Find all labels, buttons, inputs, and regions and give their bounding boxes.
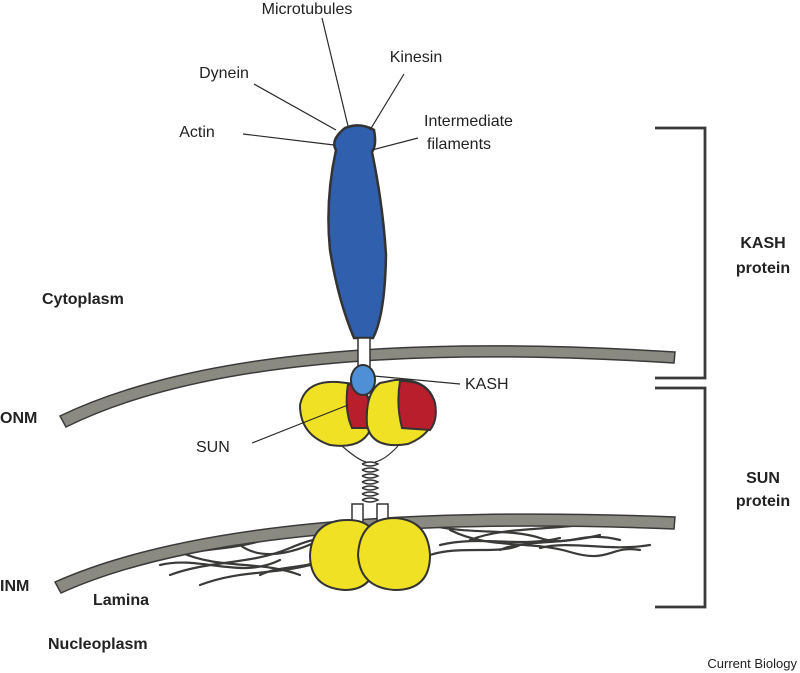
kash-protein-label-line2: protein — [736, 260, 790, 277]
dynein-label: Dynein — [199, 65, 249, 82]
actin-leader — [242, 133, 335, 146]
microtubules-label: Microtubules — [262, 1, 353, 18]
sun-leader — [251, 404, 349, 444]
onm-label: ONM — [0, 410, 37, 427]
lamina-label: Lamina — [93, 592, 149, 609]
microtubules-leader — [321, 17, 349, 127]
kash-protein-label-line1: KASH — [740, 235, 785, 252]
sun-protein-label-line1: SUN — [746, 470, 780, 487]
sun-coiled-coil — [361, 461, 380, 503]
actin-label: Actin — [179, 124, 215, 141]
current-biology-credit: Current Biology — [707, 656, 797, 671]
outer-nuclear-membrane — [58, 345, 676, 428]
kash-protein-bracket — [655, 126, 707, 380]
sun-nucleoplasmic-right — [356, 516, 432, 592]
kash-protein-body — [327, 124, 388, 340]
dynein-leader — [253, 83, 337, 131]
sun-head-right-red — [397, 379, 437, 432]
cytoplasm-label: Cytoplasm — [42, 291, 124, 308]
kash-label: KASH — [465, 376, 509, 393]
inm-label: INM — [0, 578, 29, 595]
sun-protein-bracket — [655, 386, 707, 609]
sun-protein-label-line2: protein — [736, 493, 790, 510]
intermediate-filaments-label-line2: filaments — [427, 136, 491, 153]
kinesin-leader — [369, 73, 405, 131]
sun-linker-left — [341, 445, 367, 463]
sun-label: SUN — [196, 439, 230, 456]
intermediate-filaments-leader — [371, 137, 419, 151]
intermediate-filaments-label-line1: Intermediate — [424, 113, 513, 130]
kash-leader — [373, 375, 461, 385]
sun-linker-right — [374, 445, 399, 463]
nucleoplasm-label: Nucleoplasm — [48, 636, 148, 653]
kinesin-label: Kinesin — [390, 49, 442, 66]
kash-domain — [350, 364, 376, 396]
